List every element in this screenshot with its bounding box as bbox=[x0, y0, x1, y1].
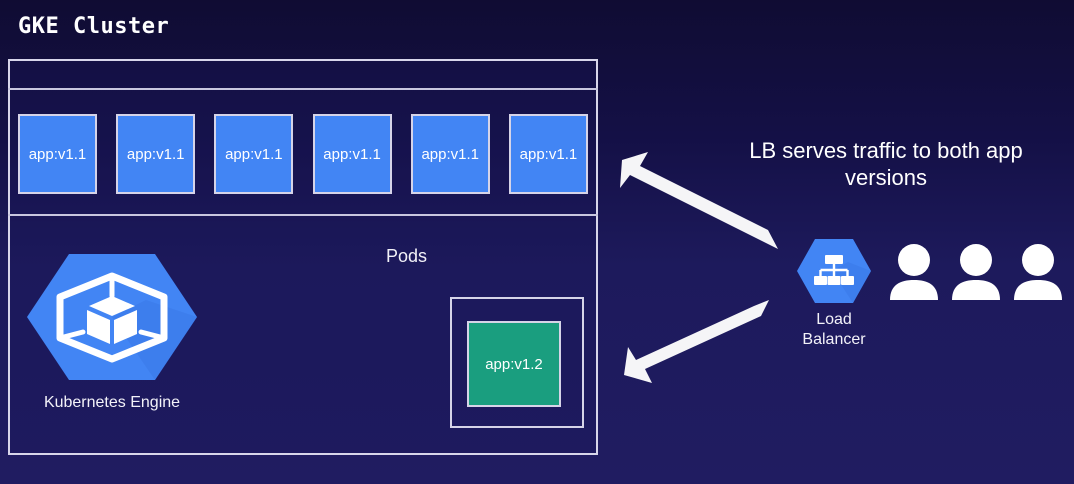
pod-app-v1-2[interactable]: app:v1.2 bbox=[467, 321, 561, 407]
cluster-divider-bottom bbox=[8, 214, 598, 216]
pod-row-v11: app:v1.1 app:v1.1 app:v1.1 app:v1.1 app:… bbox=[18, 114, 588, 194]
cluster-divider-top bbox=[8, 88, 598, 90]
arrow-to-v12-pod bbox=[624, 300, 769, 383]
user-icon bbox=[1014, 244, 1062, 300]
pod-label: app:v1.2 bbox=[485, 355, 543, 373]
pod-label: app:v1.1 bbox=[225, 145, 283, 163]
kubernetes-engine-icon bbox=[27, 254, 197, 380]
pod-label: app:v1.1 bbox=[323, 145, 381, 163]
page-title: GKE Cluster bbox=[18, 14, 170, 39]
pod-app-v1-1[interactable]: app:v1.1 bbox=[116, 114, 196, 194]
pod-app-v1-1[interactable]: app:v1.1 bbox=[312, 114, 392, 194]
kubernetes-engine-group: Kubernetes Engine bbox=[26, 252, 198, 422]
pod-app-v1-1[interactable]: app:v1.1 bbox=[508, 114, 588, 194]
load-balancer-label-line2: Balancer bbox=[802, 331, 866, 348]
load-balancer-group: Load Balancer bbox=[786, 238, 882, 362]
lb-caption: LB serves traffic to both app versions bbox=[749, 138, 1023, 190]
pods-label: Pods bbox=[386, 246, 428, 266]
pod-label: app:v1.1 bbox=[519, 145, 578, 163]
load-balancer-label-line1: Load bbox=[816, 311, 852, 328]
load-balancer-icon[interactable] bbox=[796, 238, 872, 304]
users-group bbox=[888, 243, 1064, 301]
pod-label: app:v1.1 bbox=[28, 145, 87, 163]
user-icon bbox=[890, 244, 938, 300]
load-balancer-label: Load Balancer bbox=[778, 310, 890, 350]
pod-app-v1-1[interactable]: app:v1.1 bbox=[410, 114, 490, 194]
pod-frame-v12: app:v1.2 bbox=[450, 297, 584, 428]
user-icon bbox=[952, 244, 1000, 300]
pod-label: app:v1.1 bbox=[126, 145, 185, 163]
pod-app-v1-1[interactable]: app:v1.1 bbox=[18, 114, 97, 194]
pod-app-v1-1[interactable]: app:v1.1 bbox=[214, 114, 294, 194]
pod-label: app:v1.1 bbox=[421, 145, 480, 163]
kubernetes-engine-label: Kubernetes Engine bbox=[43, 394, 181, 411]
